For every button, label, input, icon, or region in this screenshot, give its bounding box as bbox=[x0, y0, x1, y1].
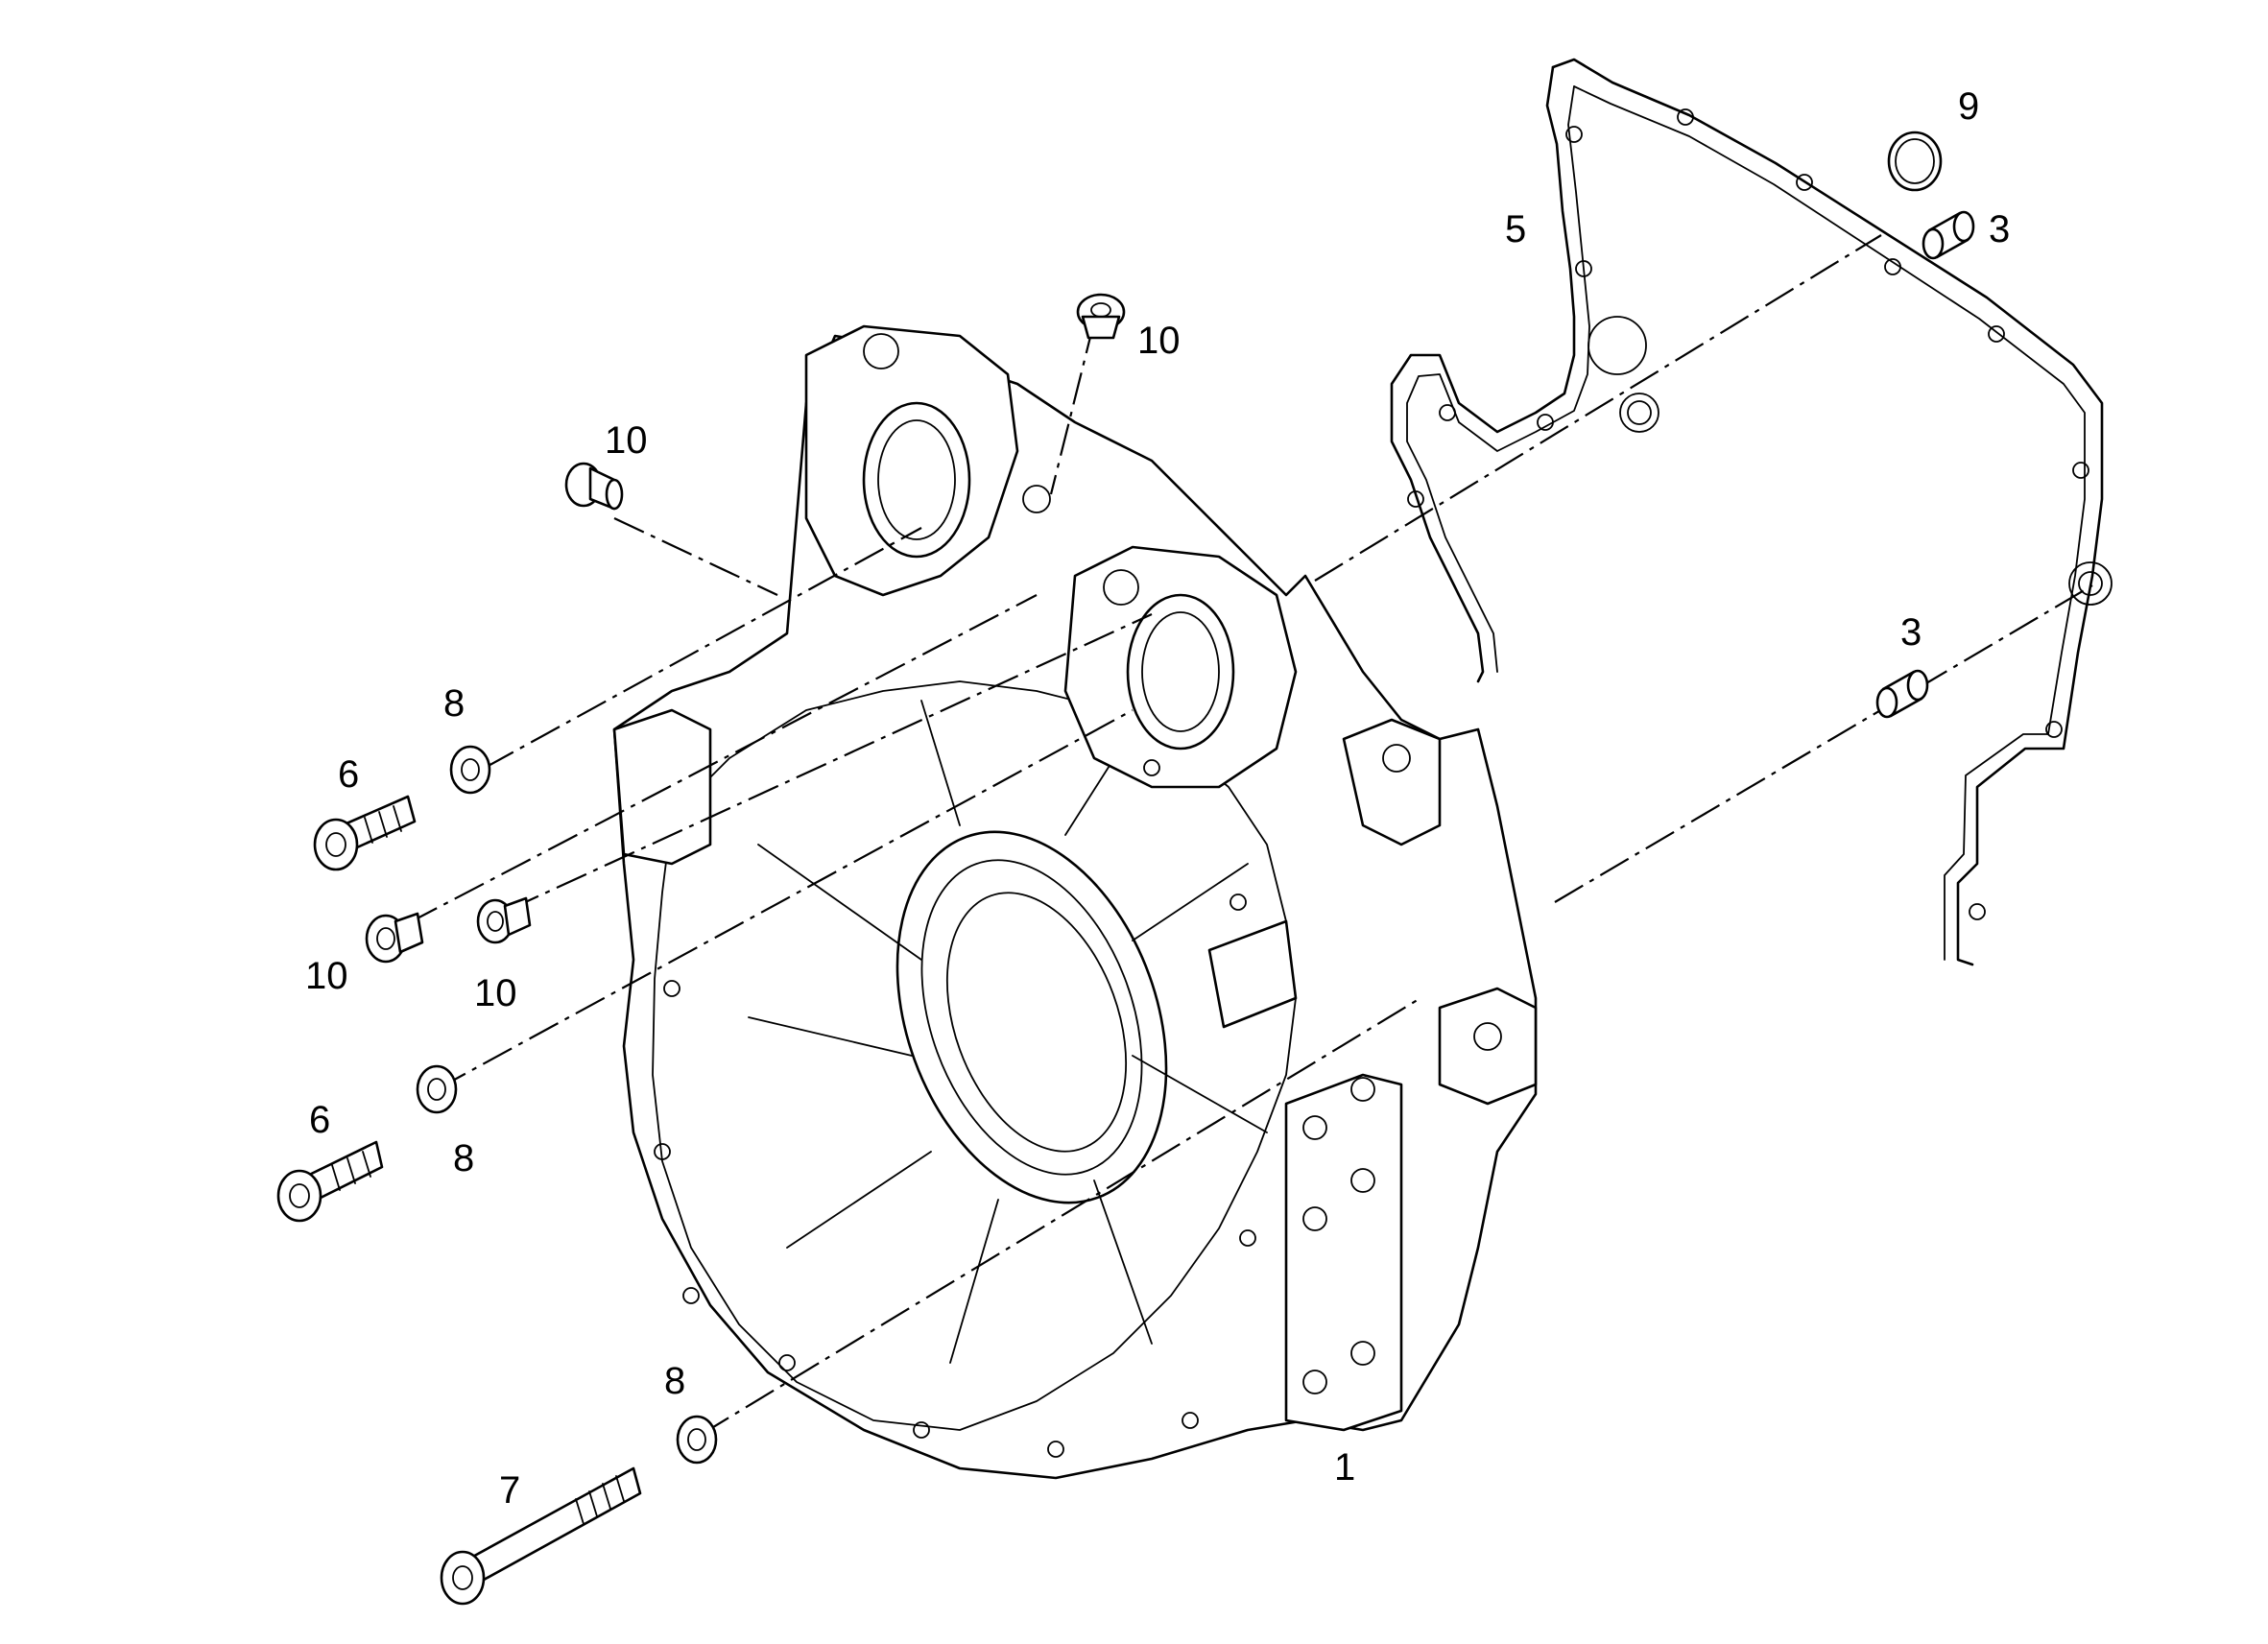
washer-part-8-upper bbox=[449, 745, 491, 795]
plug-part-10-middle bbox=[476, 896, 532, 944]
plug-part-10-left bbox=[365, 912, 424, 964]
callout-10-top: 10 bbox=[1137, 320, 1181, 362]
callout-3-lower: 3 bbox=[1900, 611, 1922, 654]
cap-screw-part-6-upper bbox=[313, 795, 417, 871]
callout-5: 5 bbox=[1505, 208, 1526, 250]
callout-8-upper: 8 bbox=[443, 682, 465, 725]
long-bolt-part-7 bbox=[440, 1466, 642, 1606]
washer-part-8-lower bbox=[676, 1415, 718, 1465]
assembly-lines bbox=[407, 234, 2093, 1436]
callout-1: 1 bbox=[1334, 1446, 1355, 1489]
callout-9: 9 bbox=[1958, 85, 1979, 128]
callout-10-upper-left: 10 bbox=[605, 419, 648, 462]
dowel-sleeve-part-3-upper bbox=[1922, 210, 1975, 260]
o-ring-part-9 bbox=[1887, 131, 1943, 192]
callout-3-upper: 3 bbox=[1989, 208, 2010, 250]
callout-6-lower: 6 bbox=[309, 1099, 330, 1141]
callout-8-lower: 8 bbox=[664, 1360, 685, 1402]
dowel-sleeve-part-3-lower bbox=[1875, 669, 1929, 719]
gasket-part-5 bbox=[1390, 58, 2113, 966]
callout-10-left: 10 bbox=[305, 955, 348, 997]
callout-labels: 1 3 3 5 6 6 7 8 8 8 9 10 10 10 10 bbox=[305, 85, 2010, 1512]
flywheel-housing-part-1 bbox=[612, 324, 1538, 1480]
callout-8-middle: 8 bbox=[453, 1137, 474, 1179]
cap-screw-part-6-lower bbox=[276, 1140, 384, 1223]
callout-7: 7 bbox=[499, 1469, 520, 1512]
washer-part-8-middle bbox=[416, 1064, 458, 1114]
plug-part-10-top bbox=[1076, 293, 1126, 340]
callout-6-upper: 6 bbox=[338, 753, 359, 796]
callout-10-middle: 10 bbox=[474, 972, 517, 1014]
plug-part-10-upper-left bbox=[564, 462, 624, 511]
